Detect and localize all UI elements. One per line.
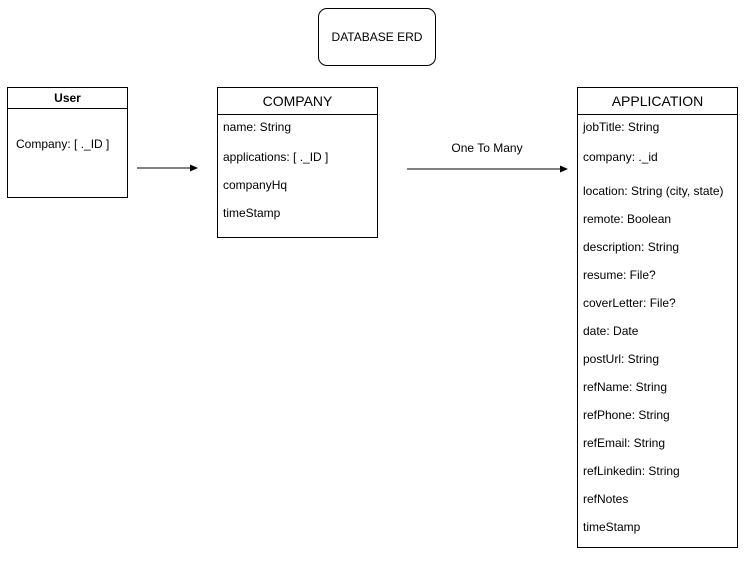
relationship-label: One To Many (451, 141, 523, 155)
application-field: resume: File? (583, 268, 656, 282)
application-field: refPhone: String (583, 408, 670, 422)
application-field: refNotes (583, 492, 629, 506)
user-entity-header: User (8, 88, 127, 109)
application-field: location: String (city, state) (583, 184, 724, 198)
user-field: Company: [ ._ID ] (16, 137, 110, 151)
application-field: jobTitle: String (583, 120, 660, 134)
user-entity: User Company: [ ._ID ] (7, 87, 128, 198)
application-field: remote: Boolean (583, 212, 672, 226)
company-entity: COMPANY name: String applications: [ ._I… (217, 87, 378, 238)
application-field: refEmail: String (583, 436, 666, 450)
company-to-application-arrow (407, 165, 568, 173)
application-field: date: Date (583, 324, 639, 338)
diagram-title: DATABASE ERD (318, 8, 436, 66)
user-to-company-arrow (137, 164, 198, 172)
application-field: description: String (583, 240, 680, 254)
application-field: coverLetter: File? (583, 296, 676, 310)
application-field: postUrl: String (583, 352, 660, 366)
company-field: timeStamp (223, 206, 281, 220)
application-field: timeStamp (583, 520, 641, 534)
company-entity-header: COMPANY (218, 88, 377, 115)
application-field: refName: String (583, 380, 668, 394)
application-entity-header: APPLICATION (578, 88, 737, 115)
application-entity: APPLICATION jobTitle: String company: ._… (577, 87, 738, 548)
application-field: refLinkedin: String (583, 464, 680, 478)
application-field: company: ._id (583, 150, 658, 164)
company-field: companyHq (223, 178, 288, 192)
company-field: name: String (223, 120, 292, 134)
company-field: applications: [ ._ID ] (223, 150, 329, 164)
